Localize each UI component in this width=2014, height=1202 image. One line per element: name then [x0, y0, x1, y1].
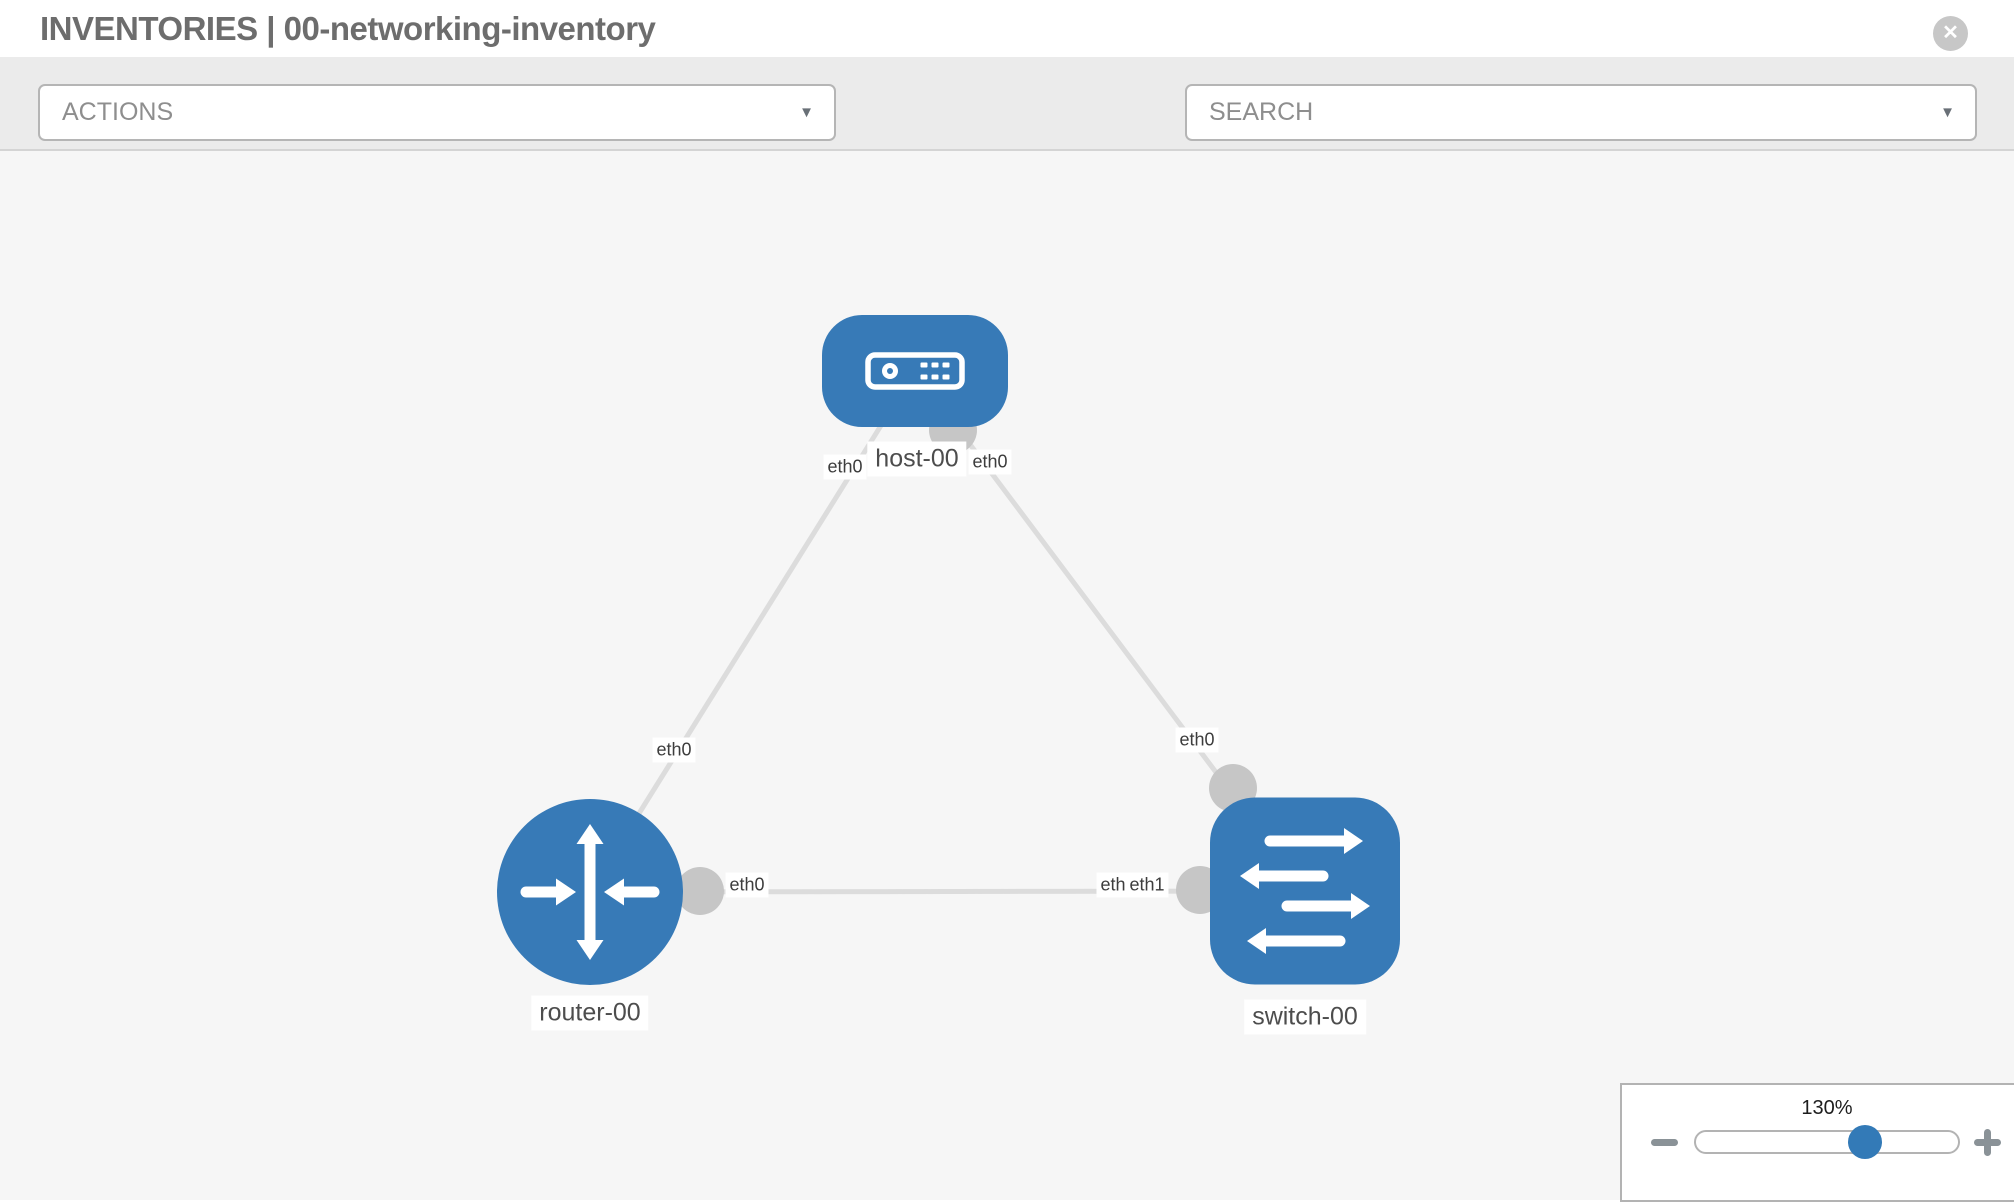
zoom-control-panel: 130%	[1620, 1083, 2014, 1202]
node-host-00[interactable]	[822, 315, 1008, 427]
actions-dropdown-label: ACTIONS	[62, 98, 174, 126]
zoom-out-button[interactable]	[1651, 1139, 1678, 1146]
zoom-slider-thumb[interactable]	[1848, 1125, 1882, 1159]
toolbar: ACTIONS ▼ SEARCH ▼	[0, 57, 2014, 188]
header-bar: INVENTORIES | 00-networking-inventory ✕	[0, 0, 2014, 57]
search-placeholder: SEARCH	[1209, 98, 1314, 126]
interface-label: eth0	[652, 737, 696, 763]
zoom-in-button[interactable]	[1974, 1129, 2001, 1156]
close-button[interactable]: ✕	[1933, 16, 1968, 51]
close-icon: ✕	[1942, 22, 1959, 44]
actions-dropdown[interactable]: ACTIONS ▼	[38, 84, 836, 141]
interface-label: eth0	[968, 449, 1012, 475]
node-router-00[interactable]	[497, 799, 683, 985]
node-switch-00[interactable]	[1210, 797, 1400, 985]
zoom-level-label: 130%	[1801, 1097, 1853, 1119]
node-label-router-00: router-00	[531, 995, 649, 1031]
port-dot	[676, 867, 724, 915]
page-title: INVENTORIES | 00-networking-inventory	[40, 10, 656, 47]
topology-svg[interactable]	[0, 151, 2014, 1200]
interface-label: eth1	[1125, 872, 1169, 898]
chevron-down-icon: ▼	[1940, 104, 1955, 121]
node-label-host-00: host-00	[867, 441, 967, 477]
chevron-down-icon: ▼	[799, 104, 814, 121]
node-label-switch-00: switch-00	[1244, 999, 1366, 1035]
interface-label: eth0	[823, 454, 867, 480]
interface-label: eth0	[725, 872, 769, 898]
zoom-slider[interactable]	[1694, 1125, 1960, 1159]
search-input[interactable]: SEARCH ▼	[1185, 84, 1977, 141]
interface-label: eth0	[1175, 727, 1219, 753]
